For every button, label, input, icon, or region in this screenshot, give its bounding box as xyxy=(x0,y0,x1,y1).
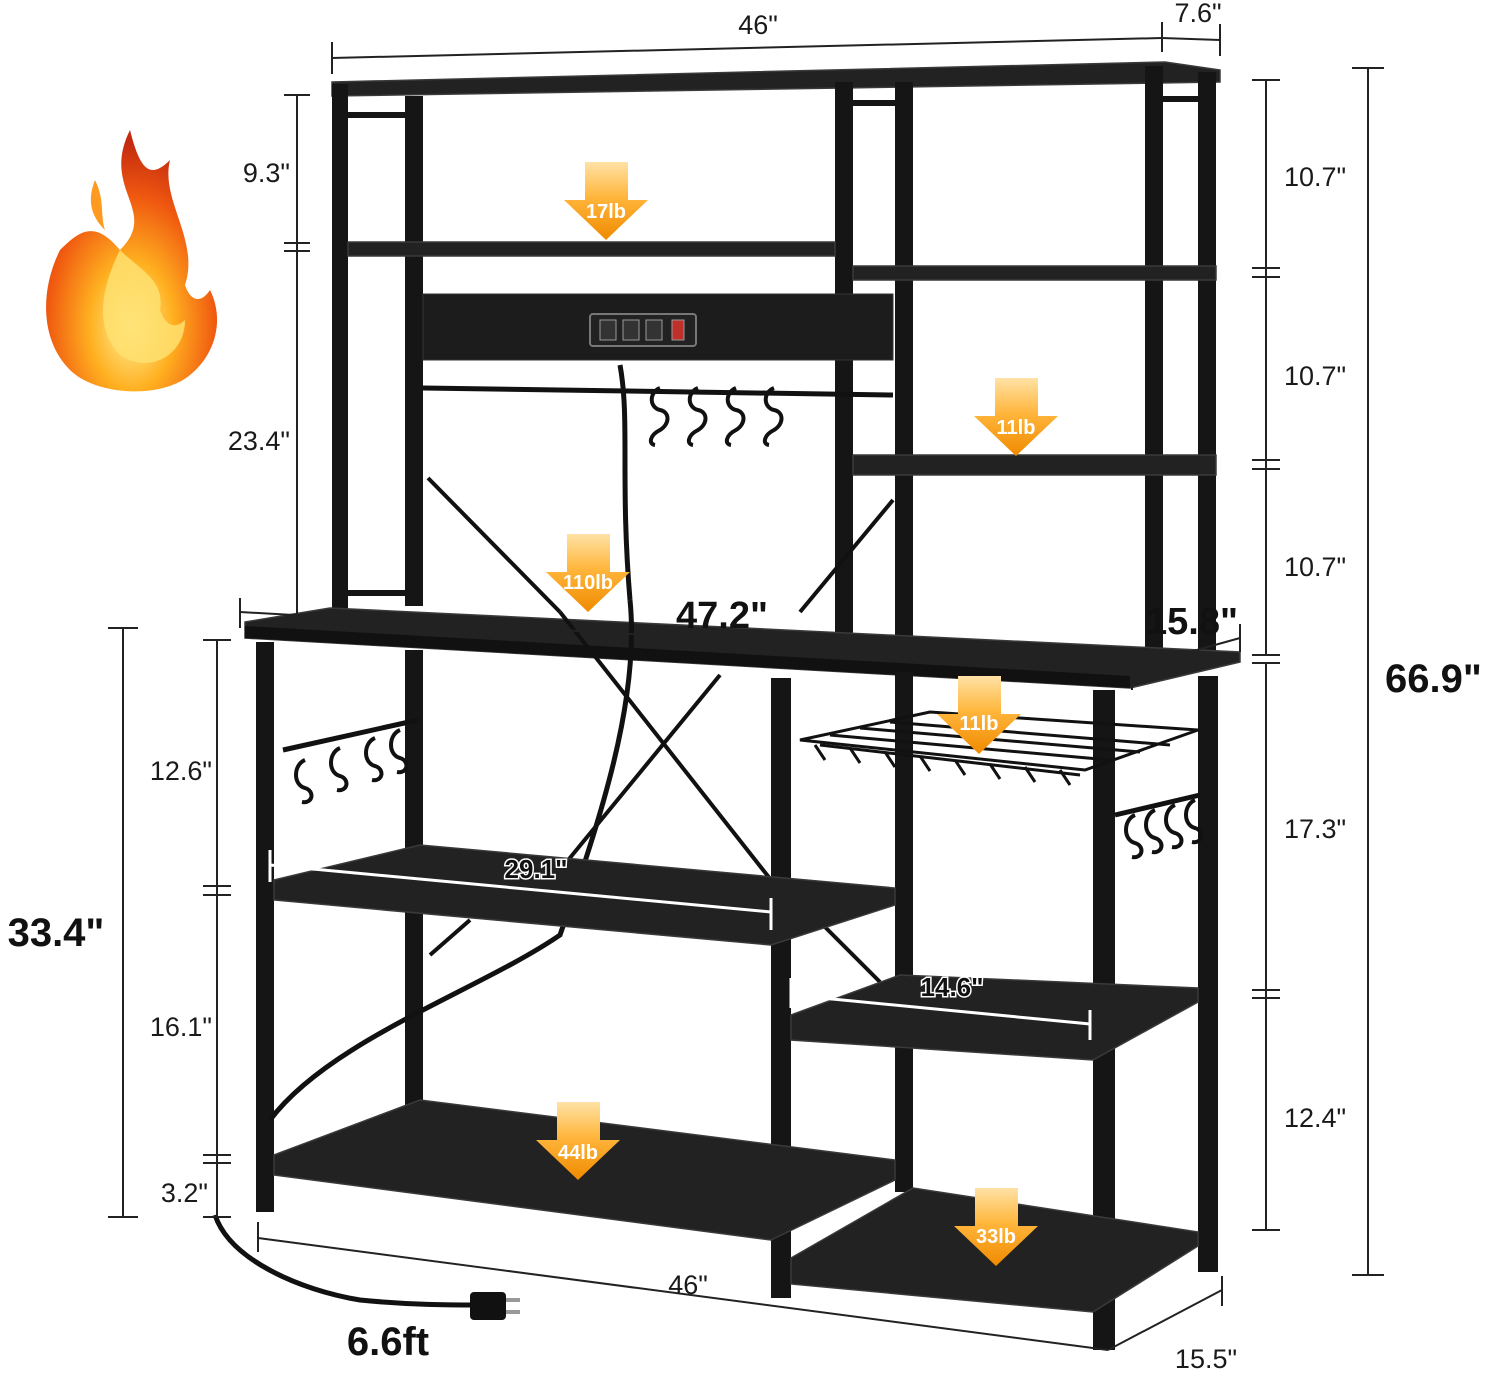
dim-right-gap-1: 10.7" xyxy=(1284,162,1346,192)
dim-cord-length: 6.6ft xyxy=(347,1320,429,1364)
dim-desk-depth: 15.8" xyxy=(1146,601,1238,643)
weight-label-bottom-left: 44lb xyxy=(558,1142,598,1164)
dimension-labels: 46" 7.6" 9.3" 23.4" 10.7" 10.7" 10.7" 66… xyxy=(8,0,1482,1374)
weight-arrow-bottom-right: 33lb xyxy=(954,1188,1038,1266)
dim-desk-width: 47.2" xyxy=(676,595,768,637)
weight-label-top: 17lb xyxy=(586,201,626,223)
dim-total-height: 66.9" xyxy=(1385,657,1482,701)
weight-label-right-upper: 11lb xyxy=(997,417,1036,439)
dim-right-lower-gap-1: 17.3" xyxy=(1284,814,1346,844)
dim-lower-gap-2: 16.1" xyxy=(150,1012,212,1042)
dim-hutch-depth: 7.6" xyxy=(1174,0,1221,28)
weight-arrow-basket: 11lb xyxy=(937,676,1021,754)
plug-icon xyxy=(470,1292,520,1320)
dim-right-gap-2: 10.7" xyxy=(1284,361,1346,391)
weight-label-basket: 11lb xyxy=(960,713,999,735)
upper-hutch xyxy=(331,61,1221,656)
weight-arrow-desk: 110lb xyxy=(546,534,630,612)
weight-arrow-right-upper: 11lb xyxy=(974,378,1058,456)
dim-base-width: 46" xyxy=(668,1270,708,1300)
weight-label-desk: 110lb xyxy=(563,572,613,594)
weight-arrow-top: 17lb xyxy=(564,162,648,240)
dim-middle-gap-left: 23.4" xyxy=(228,426,290,456)
flame-icon xyxy=(46,130,218,392)
dim-base-depth: 15.5" xyxy=(1175,1344,1237,1374)
dim-lower-gap-1: 12.6" xyxy=(150,756,212,786)
power-outlet-icon xyxy=(589,313,697,347)
dim-lower-gap-3: 3.2" xyxy=(161,1178,208,1208)
dim-lower-height: 33.4" xyxy=(8,911,105,955)
dim-inner-shelf: 29.1" xyxy=(505,854,568,884)
dim-right-lower-gap-2: 12.4" xyxy=(1284,1103,1346,1133)
wire-basket xyxy=(799,710,1199,786)
s-hooks-left xyxy=(294,728,409,805)
dim-hutch-width: 46" xyxy=(738,10,778,40)
lower-base xyxy=(212,599,1218,1350)
dimension-lines xyxy=(108,22,1384,1351)
dim-small-shelf: 14.6" xyxy=(921,972,984,1002)
weight-arrow-bottom-left: 44lb xyxy=(536,1102,620,1180)
dim-top-gap-left: 9.3" xyxy=(243,158,290,188)
s-hooks-right xyxy=(1124,798,1204,860)
weight-label-bottom-right: 33lb xyxy=(976,1226,1016,1248)
dim-right-gap-3: 10.7" xyxy=(1284,552,1346,582)
s-hooks-upper xyxy=(648,386,784,447)
